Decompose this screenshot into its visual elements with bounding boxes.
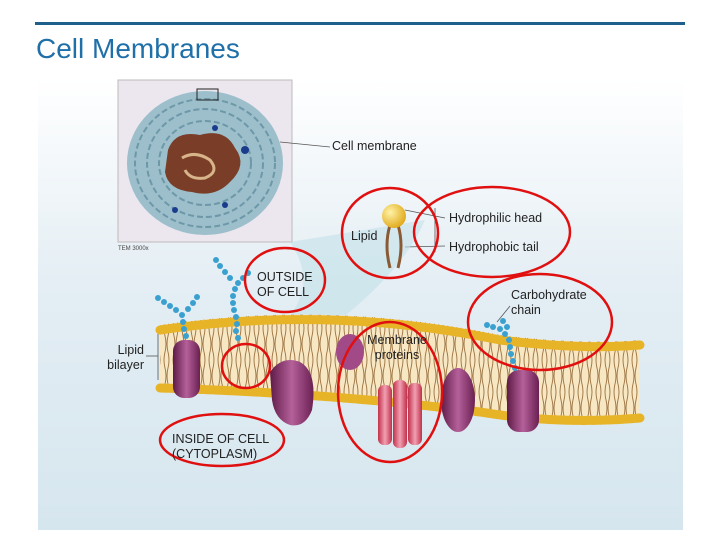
lipid-molecule xyxy=(382,204,406,269)
label-hydrophobic-tail: Hydrophobic tail xyxy=(449,240,539,254)
annotation-circles xyxy=(158,185,614,468)
label-membrane-proteins: Membrane proteins xyxy=(367,333,427,362)
membrane-protein-center xyxy=(270,359,314,426)
page-title: Cell Membranes xyxy=(36,33,240,64)
circle-carbohydrate xyxy=(466,272,614,372)
label-carbohydrate-chain: Carbohydrate chain xyxy=(511,288,587,317)
label-cell-membrane: Cell membrane xyxy=(332,139,417,153)
cell-micrograph xyxy=(117,79,293,243)
circle-head-tail xyxy=(412,185,572,279)
scale-bar-label: TEM 3000x xyxy=(118,246,149,252)
title-rule xyxy=(35,22,685,25)
label-outside-of-cell: OUTSIDE OF CELL xyxy=(257,270,313,299)
label-lipid: Lipid xyxy=(351,229,378,243)
circle-outside xyxy=(243,246,327,314)
membrane-protein-small xyxy=(336,334,364,370)
circle-bilayer xyxy=(220,342,272,390)
channel-protein xyxy=(378,380,422,448)
membrane-protein-far-right xyxy=(507,370,539,432)
membrane-protein-left xyxy=(173,340,200,398)
label-inside-of-cell: INSIDE OF CELL (CYTOPLASM) xyxy=(172,432,270,461)
circle-proteins xyxy=(336,320,444,464)
label-lipid-bilayer: Lipid bilayer xyxy=(107,343,144,372)
circle-inside xyxy=(158,412,286,468)
carbohydrate-chains xyxy=(155,257,518,371)
membrane-protein-right xyxy=(441,368,475,432)
circle-lipid xyxy=(340,186,440,280)
label-hydrophilic-head: Hydrophilic head xyxy=(449,211,543,225)
